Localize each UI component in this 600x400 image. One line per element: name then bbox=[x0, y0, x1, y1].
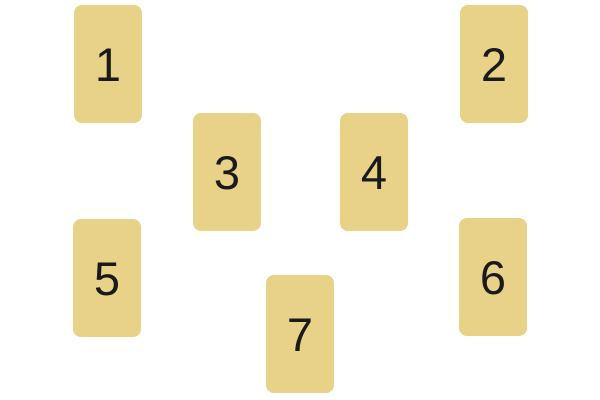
card-3: 3 bbox=[193, 113, 261, 231]
card-3-number: 3 bbox=[213, 145, 241, 199]
card-7-number: 7 bbox=[286, 307, 314, 361]
card-4: 4 bbox=[340, 113, 408, 231]
card-5: 5 bbox=[73, 219, 141, 337]
card-1: 1 bbox=[74, 5, 142, 123]
card-6-number: 6 bbox=[479, 250, 507, 304]
card-1-number: 1 bbox=[94, 37, 122, 91]
card-4-number: 4 bbox=[360, 145, 388, 199]
card-2: 2 bbox=[460, 5, 528, 123]
card-5-number: 5 bbox=[93, 251, 121, 305]
card-6: 6 bbox=[459, 218, 527, 336]
card-7: 7 bbox=[266, 275, 334, 393]
card-2-number: 2 bbox=[480, 37, 508, 91]
